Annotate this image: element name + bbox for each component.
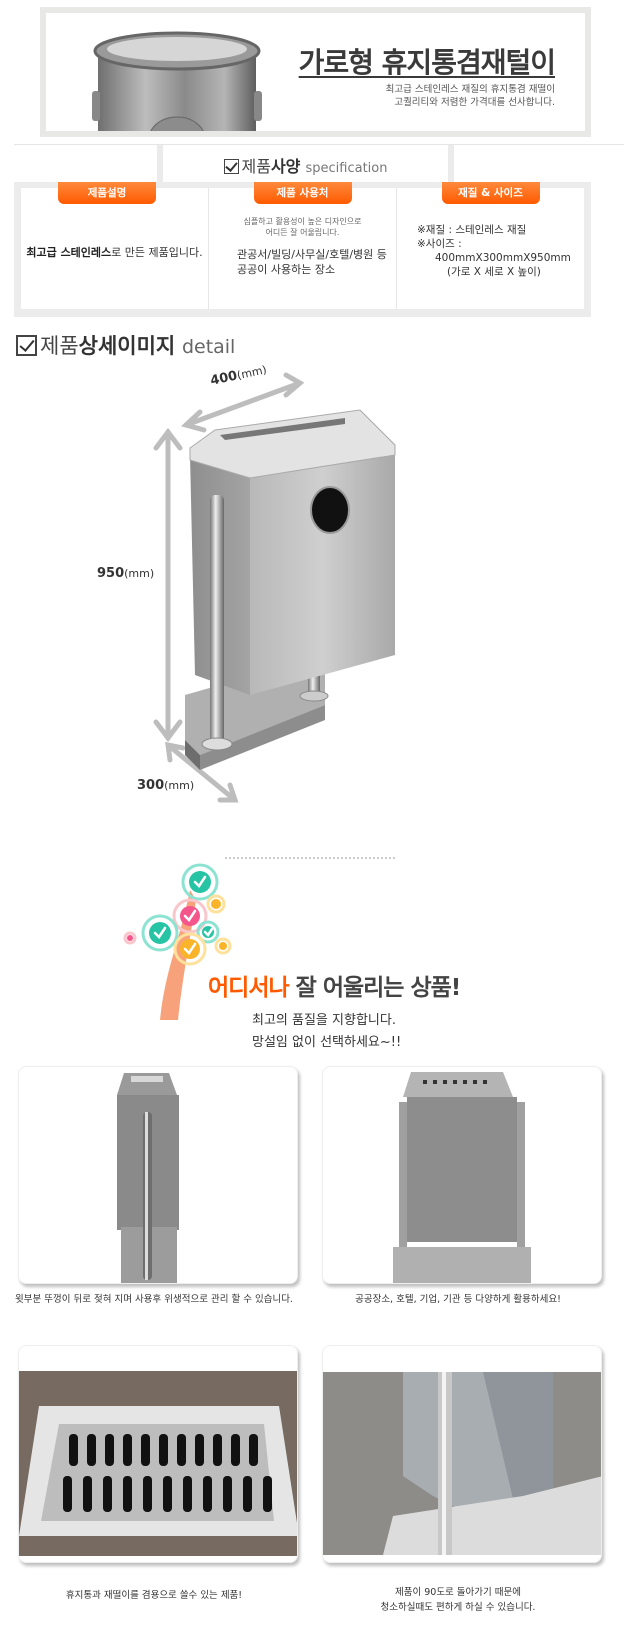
tab-material-size: 재질 & 사이즈 xyxy=(441,182,540,204)
product-banner: 가로형 휴지통겸재털이 최고급 스테인레스 재질의 휴지통겸 재떨이 고퀄리티와… xyxy=(40,7,591,137)
photo-rotation-detail xyxy=(322,1345,602,1563)
spec-header: 제품사양 specification xyxy=(14,144,624,185)
checkbox-icon xyxy=(223,159,239,174)
spec-header-title: 제품사양 specification xyxy=(157,145,454,185)
photo-caption: 공공장소, 호텔, 기업, 기관 등 다양하게 활용하세요! xyxy=(355,1294,561,1305)
round-stainless-bin-icon xyxy=(92,31,262,131)
spec-column-material-size: 재질 & 사이즈 ※재질 : 스테인레스 재질 ※사이즈 : 400mmX300… xyxy=(397,182,584,309)
slogan-title: 어디서나 잘 어울리는 상품! xyxy=(208,975,461,1001)
photo-back-view xyxy=(322,1066,602,1284)
material-size-text: ※재질 : 스테인레스 재질 ※사이즈 : 400mmX300mmX950mm … xyxy=(417,224,571,278)
description-text: 최고급 스테인레스로 만든 제품입니다. xyxy=(26,246,203,259)
banner-title: 가로형 휴지통겸재털이 xyxy=(298,46,556,79)
spec-column-usage: 제품 사용처 심플하고 활용성이 높은 디자인으로 어디든 잘 어울립니다. 관… xyxy=(209,182,397,309)
spec-column-description: 제품설명 최고급 스테인레스로 만든 제품입니다. xyxy=(21,182,209,309)
check-tree-illustration xyxy=(123,863,232,1020)
photo-side-view xyxy=(18,1066,298,1284)
usage-places: 관공서/빌딩/사무실/호텔/병원 등 공공이 사용하는 장소 xyxy=(237,248,387,276)
banner-subtitle: 최고급 스테인레스 재질의 휴지통겸 재떨이 고퀄리티와 저렴한 가격대를 선사… xyxy=(385,84,555,108)
photo-caption: 윗부분 뚜껑이 뒤로 젖혀 지며 사용후 위생적으로 관리 할 수 있습니다. xyxy=(15,1294,293,1305)
usage-note: 심플하고 활용성이 높은 디자인으로 어디든 잘 어울립니다. xyxy=(243,217,362,237)
tab-product-usage: 제품 사용처 xyxy=(253,182,352,204)
slogan-subtitle: 최고의 품질을 지향합니다. 망설임 없이 선택하세요~!! xyxy=(252,1013,402,1050)
detail-header: 제품상세이미지 detail xyxy=(16,330,235,360)
photo-caption: 휴지통과 재떨이를 겸용으로 쓸수 있는 제품! xyxy=(65,1590,243,1601)
divider xyxy=(225,857,395,859)
spec-table: 제품설명 최고급 스테인레스로 만든 제품입니다. 제품 사용처 심플하고 활용… xyxy=(14,182,591,317)
checkbox-icon xyxy=(16,335,37,356)
tab-product-description: 제품설명 xyxy=(58,182,157,204)
dimension-diagram: 400(mm) 950(mm) 300(mm) xyxy=(90,360,430,820)
photo-ashtray-grate xyxy=(18,1345,298,1563)
depth-dimension: 300(mm) xyxy=(137,778,195,793)
height-dimension: 950(mm) xyxy=(97,566,155,581)
photo-caption: 제품이 90도로 돌아가기 때문에 청소하실때도 편하게 하실 수 있습니다. xyxy=(380,1587,536,1613)
stainless-bin-illustration xyxy=(153,372,396,803)
